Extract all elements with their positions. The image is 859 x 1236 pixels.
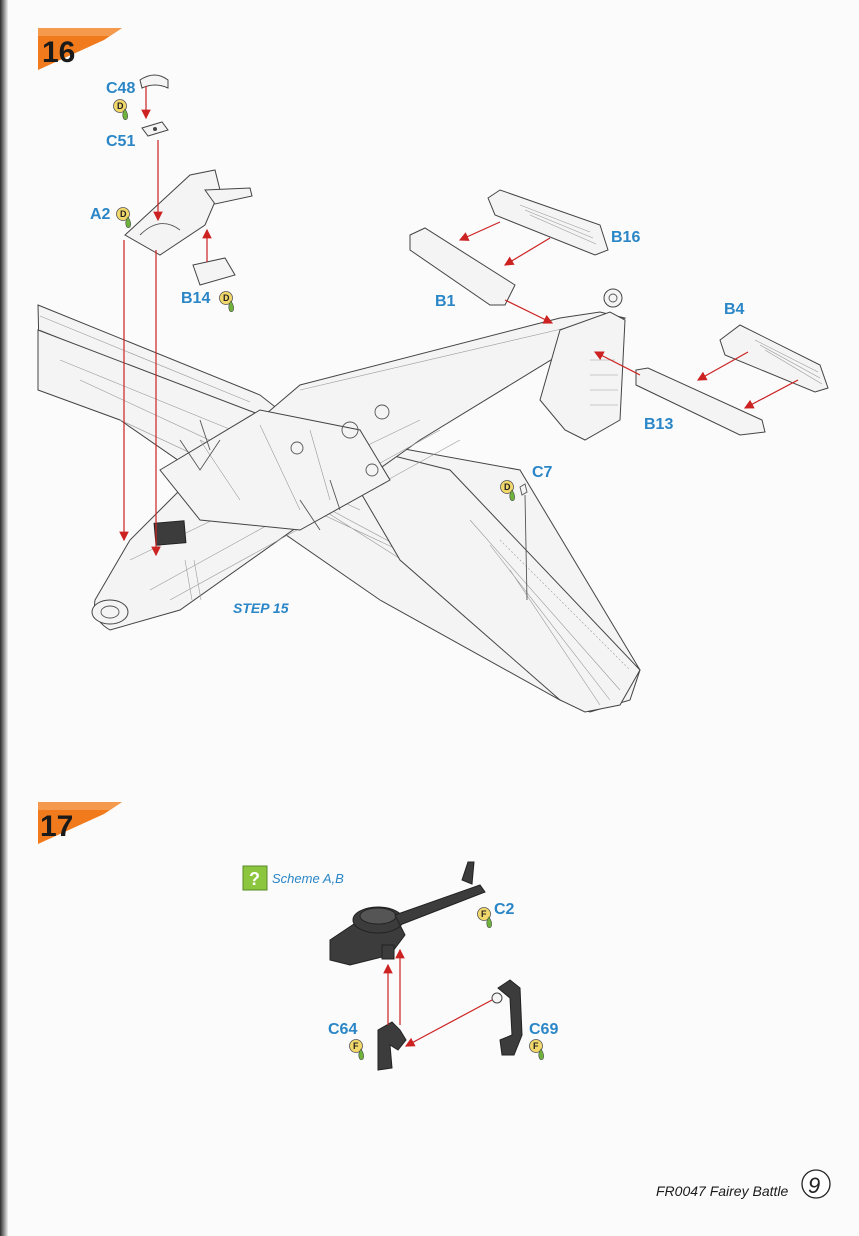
part-b1-shape	[409, 227, 516, 306]
svg-text:D: D	[120, 209, 127, 219]
svg-text:F: F	[533, 1041, 539, 1051]
label-b16: B16	[611, 229, 640, 246]
label-c2: C2	[494, 901, 515, 918]
part-b14-shape	[192, 257, 236, 286]
label-c69: C69	[529, 1021, 558, 1038]
part-c64-shape	[377, 1021, 407, 1071]
step-17-arrows	[383, 948, 493, 1047]
step-16-arrows	[119, 86, 799, 601]
gun-assembly	[329, 861, 486, 966]
footer-product: FR0047 Fairey Battle	[656, 1183, 788, 1199]
scheme-label: Scheme A,B	[272, 871, 344, 886]
part-c69-shape	[491, 979, 523, 1056]
page-edge-shadow	[0, 0, 8, 1236]
paint-drop-icon-a2: D	[116, 207, 132, 229]
paint-drop-icon-b14: D	[219, 291, 235, 313]
svg-text:F: F	[481, 909, 487, 919]
page-number: 9	[808, 1173, 820, 1198]
label-b4: B4	[724, 301, 745, 318]
svg-text:D: D	[504, 482, 511, 492]
step-17-number: 17	[40, 810, 73, 843]
label-c48: C48	[106, 80, 135, 97]
label-c64: C64	[328, 1021, 357, 1038]
label-a2: A2	[90, 206, 111, 223]
svg-text:D: D	[117, 101, 124, 111]
paint-drop-icon-c2: F	[477, 907, 493, 929]
part-c51-shape	[141, 121, 169, 137]
step-16-number: 16	[42, 36, 75, 69]
part-c7-shape	[519, 483, 528, 496]
aircraft-fuselage-assembly	[37, 288, 641, 713]
part-b16-shape	[487, 189, 609, 256]
label-b14: B14	[181, 290, 210, 307]
paint-drop-icon-c48: D	[113, 99, 129, 121]
paint-drop-icon-c69: F	[529, 1039, 545, 1061]
svg-text:?: ?	[249, 869, 260, 889]
part-b13-shape	[635, 367, 766, 436]
part-a2-shape	[124, 169, 253, 256]
label-c7: C7	[532, 464, 553, 481]
paint-drop-icon-c7: D	[500, 480, 516, 502]
step-16-badge: 16	[38, 28, 122, 70]
question-icon	[242, 865, 268, 891]
step-15-reference: STEP 15	[233, 600, 289, 616]
label-c51: C51	[106, 133, 135, 150]
scheme-indicator: ? Scheme A,B	[242, 865, 344, 891]
paint-drop-icon-c64: F	[349, 1039, 365, 1061]
label-b1: B1	[435, 293, 456, 310]
label-b13: B13	[644, 416, 673, 433]
svg-text:F: F	[353, 1041, 359, 1051]
svg-text:D: D	[223, 293, 230, 303]
page-number-circle: 9	[801, 1169, 831, 1199]
part-b4-shape	[719, 324, 829, 393]
step-17-badge: 17	[38, 802, 122, 844]
part-c48-shape	[139, 74, 169, 89]
